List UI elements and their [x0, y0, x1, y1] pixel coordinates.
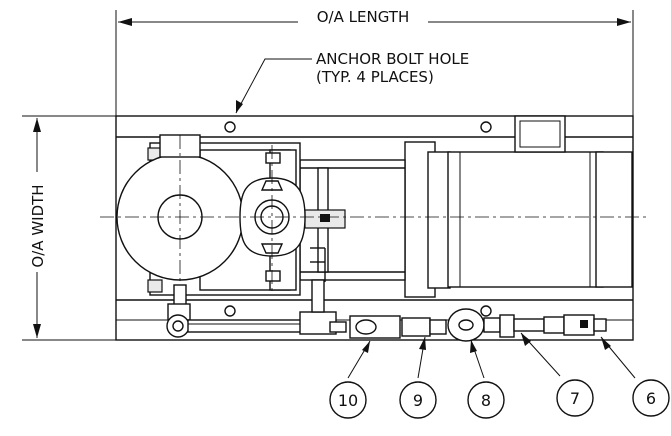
anchor-hole-bottom-right — [480, 305, 492, 317]
svg-text:8: 8 — [481, 391, 491, 410]
length-label: O/A LENGTH — [317, 8, 409, 26]
flow-fitting — [563, 314, 595, 336]
anchor-note-line1: ANCHOR BOLT HOLE — [316, 50, 469, 68]
anchor-bolt-note: ANCHOR BOLT HOLE (TYP. 4 PLACES) — [235, 50, 469, 114]
anchor-hole-top-left — [224, 121, 236, 133]
balloon-9: 9 — [399, 381, 437, 419]
balloon-8: 8 — [467, 381, 505, 419]
anchor-hole-bottom-left — [224, 305, 236, 317]
svg-text:6: 6 — [646, 389, 656, 408]
balloon-7: 7 — [556, 379, 594, 417]
svg-text:10: 10 — [338, 391, 358, 410]
length-dimension: O/A LENGTH — [115, 8, 634, 190]
seal-water-piping — [166, 247, 607, 342]
svg-text:7: 7 — [570, 389, 580, 408]
width-label: O/A WIDTH — [29, 184, 47, 267]
strainer-body — [349, 315, 401, 339]
solenoid-valve — [447, 308, 485, 342]
leaders — [347, 332, 636, 379]
coupling-guard — [299, 159, 406, 281]
balloon-10: 10 — [329, 381, 367, 419]
svg-text:9: 9 — [413, 391, 423, 410]
anchor-hole-top-right — [480, 121, 492, 133]
motor — [400, 115, 633, 298]
balloon-6: 6 — [632, 379, 670, 417]
anchor-note-line2: (TYP. 4 PLACES) — [316, 68, 434, 86]
